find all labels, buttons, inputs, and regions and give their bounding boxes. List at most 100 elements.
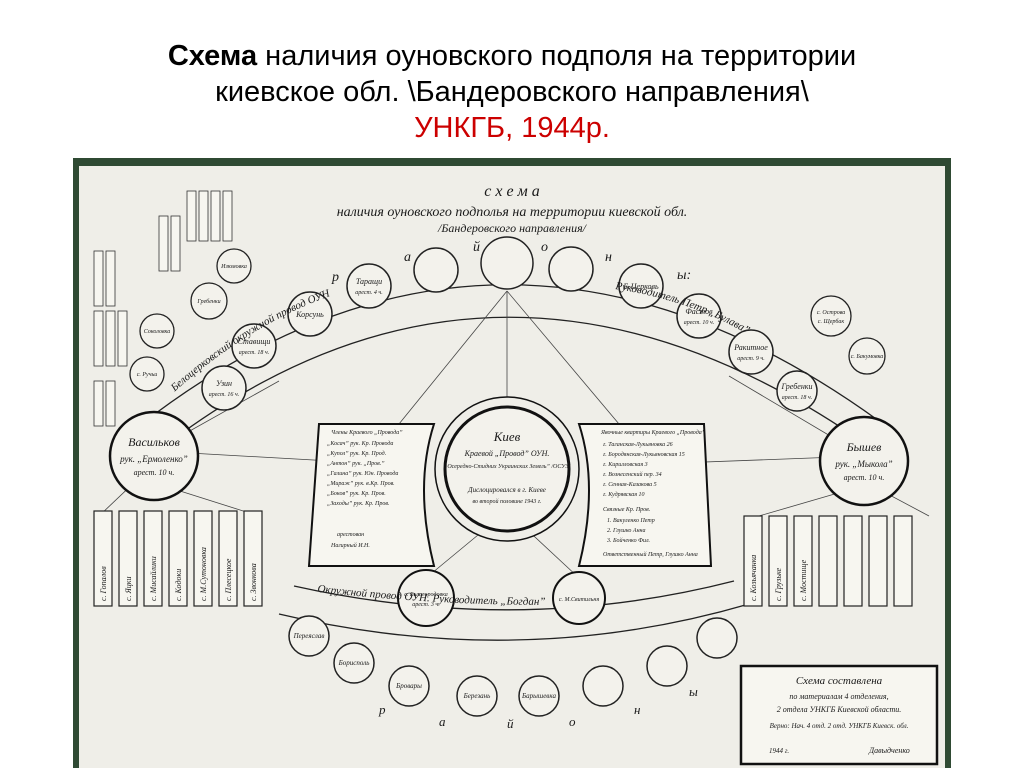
svg-text:Нагирный И.Н.: Нагирный И.Н. (330, 542, 370, 549)
svg-text:г. Кудрявская 10: г. Кудрявская 10 (603, 491, 645, 498)
right-tree-labels: с. Острова с. Щербак с. Бакумовка (817, 310, 884, 360)
circle-rakitnoe (728, 329, 774, 375)
svg-text:с. Ручьи: с. Ручьи (137, 372, 158, 378)
svg-text:ы: ы (689, 684, 698, 699)
circle-empty-2 (480, 236, 534, 290)
svg-text:арестован: арестован (337, 532, 364, 538)
right-tree-circles (810, 295, 886, 375)
svg-text:Таращи: Таращи (356, 277, 382, 286)
svg-text:Дислоцировался в г. Киеве: Дислоцировался в г. Киеве (467, 486, 546, 494)
lower-arc-letters: р а й о н ы (378, 684, 698, 731)
svg-text:Киев: Киев (493, 429, 521, 444)
circle-tarashchi (346, 263, 392, 309)
svg-text:Переяслав: Переяслав (293, 632, 325, 640)
svg-text:Ракитное: Ракитное (733, 343, 768, 352)
svg-text:2 отдела УНКГБ Киевской област: 2 отдела УНКГБ Киевской области. (777, 705, 901, 714)
svg-text:Схема составлена: Схема составлена (796, 675, 883, 687)
svg-text:арест. 16 ч.: арест. 16 ч. (209, 392, 240, 398)
svg-text:Верно: Нач. 4 отд. 2 отд. УНКГ: Верно: Нач. 4 отд. 2 отд. УНКГБ Киевск. … (770, 722, 909, 730)
svg-text:с. Щербак: с. Щербак (818, 318, 845, 325)
svg-text:с. Грузьке: с. Грузьке (774, 567, 783, 601)
svg-text:Ставищи: Ставищи (238, 337, 271, 346)
svg-text:арест. 18 ч.: арест. 18 ч. (782, 395, 813, 401)
svg-text:а: а (439, 714, 446, 729)
svg-text:о: о (569, 714, 576, 729)
svg-text:„Осередно-Стидних Украинских З: „Осередно-Стидних Украинских Земель” /ОС… (444, 463, 571, 470)
svg-text:„Антон” рук. „Пров.”: „Антон” рук. „Пров.” (327, 461, 385, 467)
svg-text:„Мираж” рук. в.Кр. Пров.: „Мираж” рук. в.Кр. Пров. (327, 481, 395, 487)
scheme-subheading: наличия оуновского подполья на территори… (337, 205, 688, 220)
svg-text:Борисполь: Борисполь (338, 659, 370, 667)
svg-text:с. Кодоки: с. Кодоки (174, 569, 183, 601)
svg-text:„Боков” рук. Кр. Пров.: „Боков” рук. Кр. Пров. (327, 491, 386, 497)
right-node: Бышев рук. „Мыкола” арест. 10 ч. (818, 415, 910, 507)
svg-text:арест. 3 ч.: арест. 3 ч. (412, 602, 440, 608)
svg-text:с. Острова: с. Острова (817, 310, 846, 316)
svg-text:с. М.Свитильня: с. М.Свитильня (559, 597, 599, 603)
svg-text:с. М.Сутоновка: с. М.Сутоновка (199, 547, 208, 601)
svg-text:с. Вышгородовка: с. Вышгородовка (404, 591, 447, 598)
slide-title: Схема наличия оуновского подполя на терр… (0, 38, 1024, 146)
svg-text:с. Козьячанка: с. Козьячанка (749, 555, 758, 601)
circle-korsun (287, 291, 333, 337)
svg-text:„Заходы” рук. Кр. Пров.: „Заходы” рук. Кр. Пров. (327, 500, 390, 507)
svg-text:3. Бойченко Фил.: 3. Бойченко Фил. (606, 537, 650, 544)
lower-circle-labels: Переяслав Борисполь Бровары Березань Бар… (293, 632, 557, 700)
svg-text:а: а (404, 250, 411, 265)
title-line1-rest: наличия оуновского подполя на территории (257, 40, 857, 72)
lower-circles (288, 615, 738, 717)
svg-text:арест. 10 ч.: арест. 10 ч. (134, 468, 175, 477)
left-tree-boxes (93, 190, 233, 427)
svg-text:й: й (507, 716, 514, 731)
svg-text:н: н (634, 702, 640, 717)
svg-text:арест. 10 ч.: арест. 10 ч. (844, 473, 885, 482)
paper-sheet: Белоцерковский окружной провод ОУН Руков… (79, 166, 945, 768)
svg-text:г. Таганская-Лукьяновка 26: г. Таганская-Лукьяновка 26 (603, 442, 673, 448)
left-tree-circles (129, 248, 252, 392)
svg-text:с. Мостище: с. Мостище (799, 559, 808, 601)
svg-text:во второй половине 1943 г.: во второй половине 1943 г. (472, 498, 541, 505)
title-line-1: Схема наличия оуновского подполя на терр… (0, 38, 1024, 74)
svg-text:рук. „Мыкола”: рук. „Мыкола” (834, 459, 892, 469)
top-arc-letters: р а й о н ы: (331, 240, 691, 285)
scheme-heading: с х е м а (484, 183, 540, 200)
svg-text:с. Плесецкое: с. Плесецкое (224, 558, 233, 601)
left-node: Васильков рук. „Ермоленко” арест. 10 ч. (108, 410, 200, 502)
archive-photo: Белоцерковский окружной провод ОУН Руков… (73, 158, 951, 768)
circle-uzin (201, 365, 247, 411)
svg-text:арест. 9 ч.: арест. 9 ч. (737, 356, 765, 362)
circle-grebenki (776, 370, 818, 412)
svg-text:Березань: Березань (463, 692, 491, 700)
mid-circles: с. Вышгородовка арест. 3 ч. с. М.Свитиль… (397, 569, 606, 627)
svg-text:Бышев: Бышев (846, 440, 882, 454)
svg-text:Давыдченко: Давыдченко (868, 746, 910, 755)
svg-text:„Косач” рук. Кр. Провода: „Косач” рук. Кр. Провода (327, 440, 393, 447)
svg-text:н: н (605, 250, 612, 265)
title-bold: Схема (167, 40, 258, 72)
left-village-boxes (93, 510, 263, 607)
svg-text:ы:: ы: (677, 268, 691, 283)
svg-text:й: й (473, 240, 480, 255)
title-line-2: киевское обл. \Бандеровского направления… (215, 76, 809, 108)
svg-text:с. Яцки: с. Яцки (124, 576, 133, 601)
svg-text:Бровары: Бровары (395, 682, 422, 690)
scheme-direction: /Бандеровского направления/ (437, 221, 588, 235)
circle-stavishchi (231, 323, 277, 369)
svg-text:Изюмовка: Изюмовка (220, 264, 247, 270)
svg-text:1. Вакуленко Петр: 1. Вакуленко Петр (607, 518, 655, 524)
svg-text:арест. 18 ч.: арест. 18 ч. (239, 350, 270, 356)
svg-text:„Галина” рук. Юн. Провода: „Галина” рук. Юн. Провода (327, 470, 398, 477)
svg-text:с. Гопалов: с. Гопалов (99, 566, 108, 601)
svg-text:Члены Краевого „Провода”: Члены Краевого „Провода” (331, 429, 403, 436)
svg-text:Явочные квартиры Краевого „Про: Явочные квартиры Краевого „Провода” (600, 429, 706, 436)
svg-text:р: р (378, 702, 386, 717)
svg-text:с. Звонкова: с. Звонкова (249, 563, 258, 601)
svg-text:с. Бакумовка: с. Бакумовка (851, 354, 884, 360)
title-line-3: УНКГБ, 1944р. (414, 112, 610, 144)
svg-text:по материалам 4 отделения,: по материалам 4 отделения, (789, 692, 888, 701)
center-node: Киев Краевой „Провод” ОУН. „Осередно-Сти… (434, 396, 580, 542)
circle-fastov (676, 293, 722, 339)
top-circles (201, 236, 818, 412)
svg-text:Гребенки: Гребенки (780, 382, 812, 391)
